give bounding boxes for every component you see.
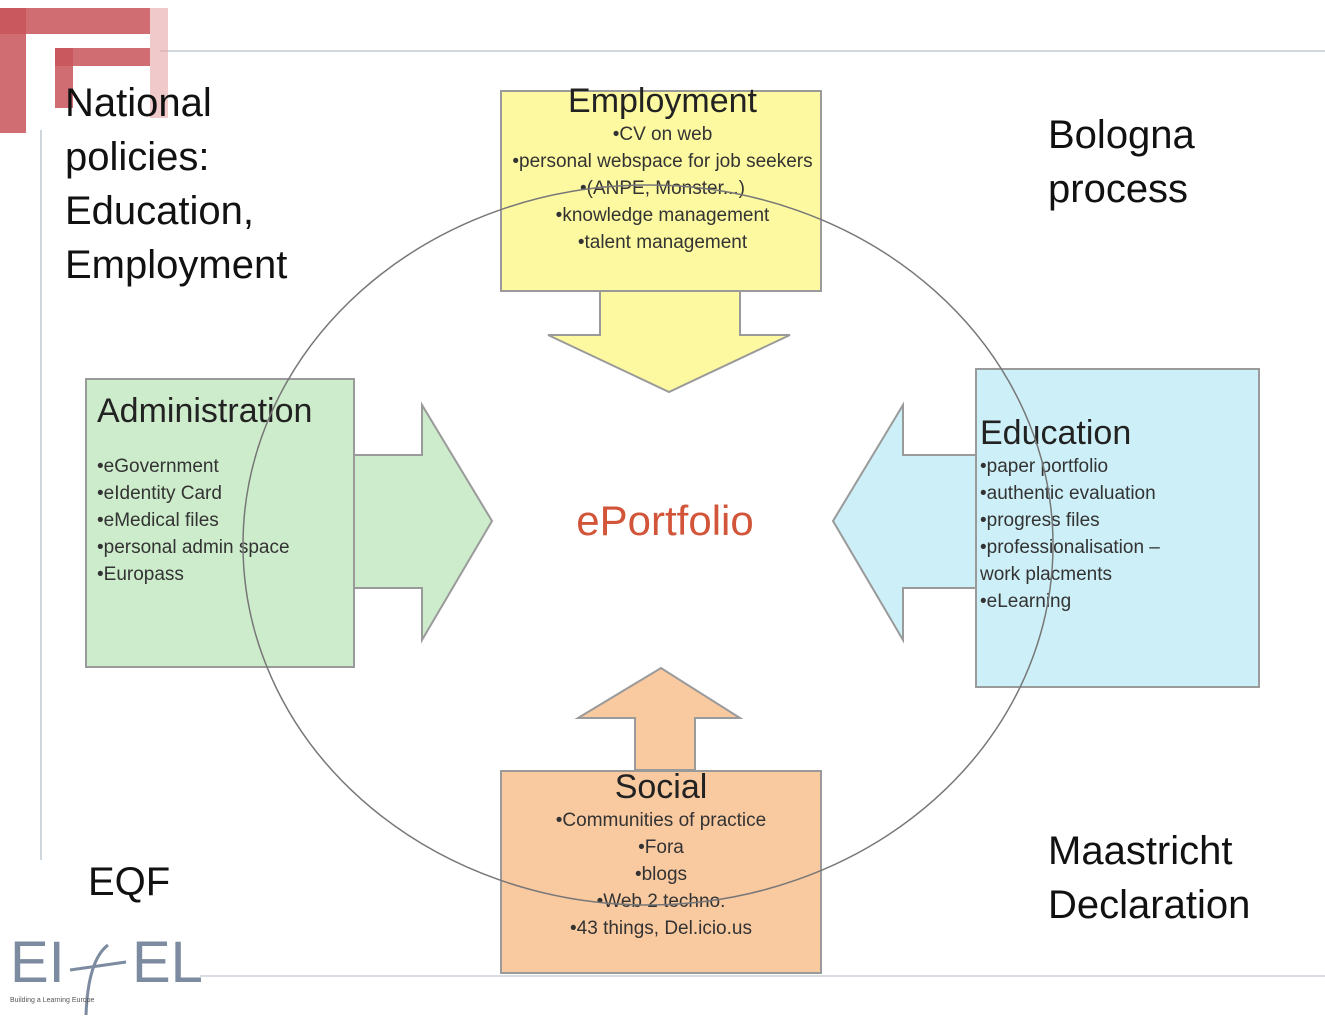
list-item: CV on web <box>470 121 855 148</box>
list-item: eGovernment <box>97 453 367 480</box>
education-title: Education <box>980 414 1132 452</box>
administration-title: Administration <box>97 392 313 430</box>
eportfolio-logo-mark <box>0 8 168 133</box>
frame-line-bottom <box>200 975 1325 977</box>
social-title: Social <box>614 768 708 806</box>
national-policies-note: National policies: Education, Employment <box>65 81 288 287</box>
list-item: 43 things, Del.icio.us <box>500 915 822 942</box>
list-item: authentic evaluation <box>980 480 1260 507</box>
eqf-note: EQF <box>88 860 171 904</box>
education-arrow <box>831 401 979 644</box>
center-label: ePortfolio <box>576 497 754 544</box>
list-item: personal webspace for job seekers <box>470 148 855 175</box>
list-item: (ANPE, Monster...) <box>470 175 855 202</box>
education-list: paper portfolio authentic evaluation pro… <box>980 453 1260 615</box>
employment-title: Employment <box>568 82 757 120</box>
list-item: work placments <box>980 564 1112 585</box>
administration-content: Administration eGovernment eIdentity Car… <box>97 392 367 588</box>
list-item: progress files <box>980 507 1260 534</box>
list-item: Europass <box>97 561 367 588</box>
list-item: talent management <box>470 229 855 256</box>
employment-list: CV on web personal webspace for job seek… <box>470 121 855 256</box>
social-arrow <box>574 666 744 771</box>
svg-text:EI: EI <box>10 930 65 995</box>
eifel-logo: EI EL Building a Learning Europe <box>8 920 238 1020</box>
list-item: paper portfolio <box>980 453 1260 480</box>
list-item: blogs <box>500 861 822 888</box>
list-item: eLearning <box>980 588 1260 615</box>
administration-arrow <box>349 401 494 644</box>
frame-line-left <box>40 130 42 860</box>
administration-list: eGovernment eIdentity Card eMedical file… <box>97 453 367 588</box>
list-item: Communities of practice <box>500 807 822 834</box>
social-list: Communities of practice Fora blogs Web 2… <box>500 807 822 942</box>
social-content: Social Communities of practice Fora blog… <box>500 768 822 942</box>
eifel-tagline: Building a Learning Europe <box>10 997 95 1004</box>
frame-line-top <box>160 50 1325 52</box>
education-content: Education paper portfolio authentic eval… <box>980 414 1260 615</box>
list-item: eIdentity Card <box>97 480 367 507</box>
maastricht-note: Maastricht Declaration <box>1048 829 1251 927</box>
eifel-logo-graphic: EI EL Building a Learning Europe <box>10 930 203 1016</box>
list-item: personal admin space <box>97 534 367 561</box>
svg-text:EL: EL <box>132 930 203 995</box>
list-item: eMedical files <box>97 507 367 534</box>
list-item: knowledge management <box>470 202 855 229</box>
employment-content: Employment CV on web personal webspace f… <box>470 82 855 256</box>
list-item: Fora <box>500 834 822 861</box>
employment-arrow <box>547 289 791 394</box>
list-item: professionalisation – <box>980 534 1260 561</box>
bologna-process-note: Bologna process <box>1048 113 1195 211</box>
list-item: Web 2 techno. <box>500 888 822 915</box>
